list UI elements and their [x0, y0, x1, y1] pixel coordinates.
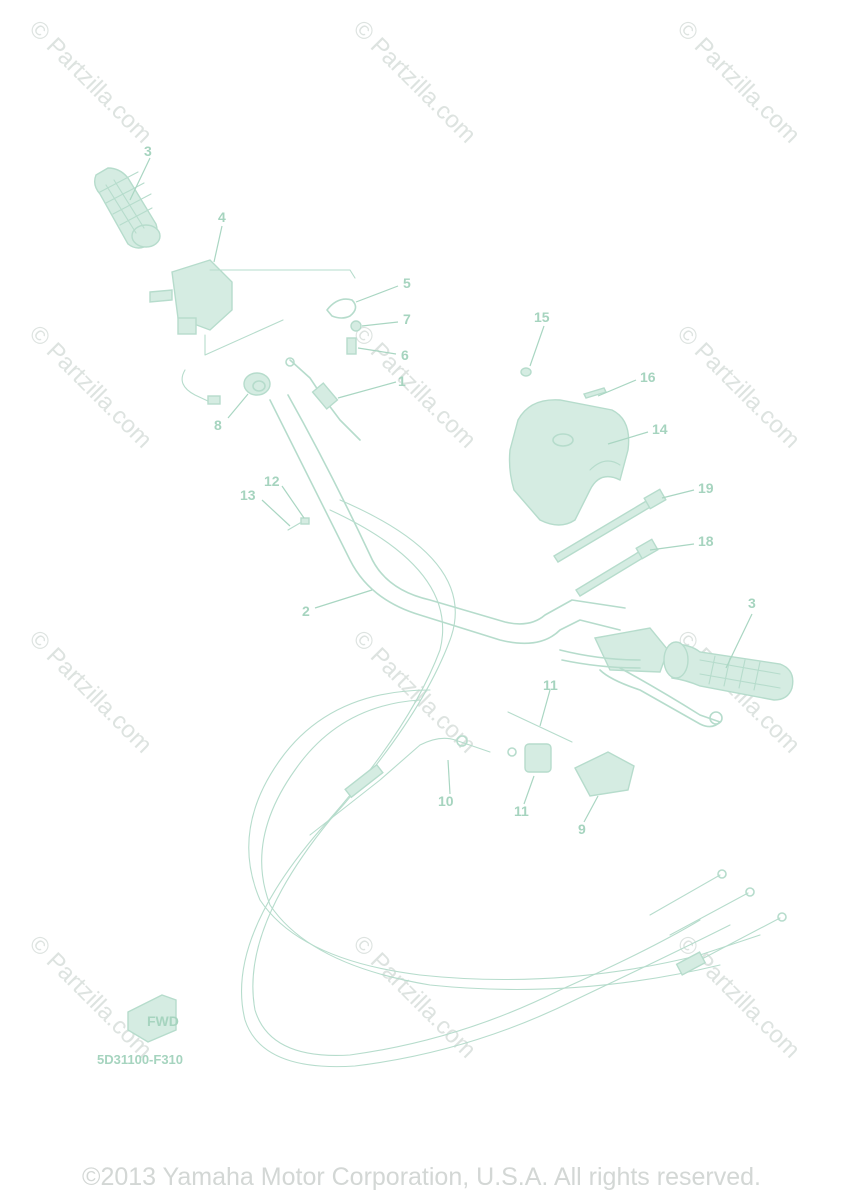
callout-11: 11	[514, 803, 529, 819]
cable-tie-icon	[553, 488, 667, 597]
callout-12: 11	[543, 677, 558, 693]
callout-17: 16	[640, 369, 656, 385]
callout-labels: 3 4 5 7 6 1 8 12 13 2 15 16 14 19 18 3 1…	[144, 143, 756, 837]
clamp-icon	[209, 269, 362, 355]
throttle-cable-icon	[285, 357, 361, 441]
watermark: © Partzilla.com	[24, 930, 157, 1063]
watermark: © Partzilla.com	[348, 15, 481, 148]
throttle-housing-icon	[149, 259, 284, 405]
callout-8: 8	[214, 417, 222, 433]
switch-icon	[507, 711, 635, 797]
watermark: © Partzilla.com	[348, 320, 481, 453]
callout-18: 18	[698, 533, 714, 549]
handlebar-cover-icon	[508, 399, 630, 526]
watermark: © Partzilla.com	[672, 930, 805, 1063]
callout-6: 6	[401, 347, 409, 363]
callout-14: 13	[240, 487, 256, 503]
callout-5: 5	[403, 275, 411, 291]
callout-15: 14	[652, 421, 668, 437]
cable-end-icon	[649, 869, 787, 976]
clutch-cable-icon	[309, 735, 517, 836]
forward-arrow-icon: FWD	[127, 994, 179, 1043]
watermark: © Partzilla.com	[24, 320, 157, 453]
watermark: © Partzilla.com	[24, 625, 157, 758]
watermark-layer: © Partzilla.com © Partzilla.com © Partzi…	[24, 15, 805, 1063]
fwd-label: FWD	[147, 1013, 179, 1029]
callout-3-right: 3	[748, 595, 756, 611]
pin-icon	[287, 517, 310, 531]
grommet-icon	[520, 367, 532, 377]
watermark: © Partzilla.com	[348, 625, 481, 758]
callout-19: 19	[698, 480, 714, 496]
copyright-notice: ©2013 Yamaha Motor Corporation, U.S.A. A…	[82, 1163, 761, 1191]
watermark: © Partzilla.com	[672, 320, 805, 453]
label-icon	[583, 387, 607, 399]
handlebar-icon	[269, 394, 626, 645]
watermark: © Partzilla.com	[672, 15, 805, 148]
control-cable-icon	[241, 499, 761, 1068]
callout-4: 4	[218, 209, 226, 225]
callout-1: 1	[398, 373, 406, 389]
callout-10: 10	[438, 793, 454, 809]
cable-guide-icon	[243, 372, 271, 396]
leader-lines	[129, 157, 753, 823]
callout-9: 9	[578, 821, 586, 837]
watermark: © Partzilla.com	[348, 930, 481, 1063]
callout-7: 7	[403, 311, 411, 327]
lever-assembly-icon	[559, 627, 723, 728]
callout-2: 2	[302, 603, 310, 619]
diagram-code: 5D31100-F310	[97, 1052, 184, 1067]
watermark: © Partzilla.com	[24, 15, 157, 148]
callout-16: 15	[534, 309, 550, 325]
grip-right-icon	[663, 641, 794, 701]
callout-13: 12	[264, 473, 280, 489]
callout-3: 3	[144, 143, 152, 159]
grip-left-icon	[93, 167, 161, 249]
